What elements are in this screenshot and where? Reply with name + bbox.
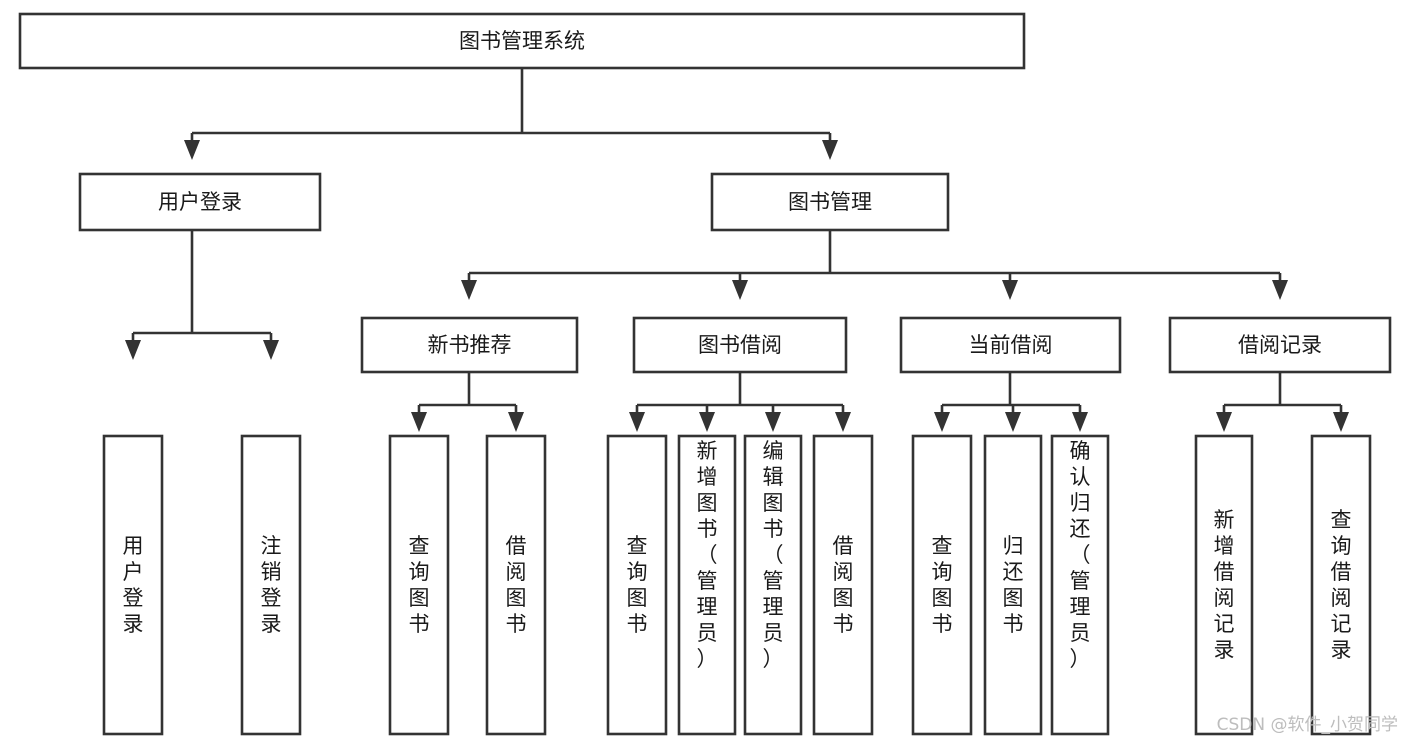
node-borrow-record[interactable]: 借阅记录 bbox=[1168, 316, 1392, 374]
node-label-leaf-user-login: 用户登录 bbox=[123, 534, 144, 636]
node-label-book-manage: 图书管理 bbox=[788, 190, 872, 214]
node-box-leaf-logout[interactable] bbox=[240, 434, 302, 736]
node-user-login[interactable]: 用户登录 bbox=[78, 172, 322, 232]
node-box-leaf-add-book[interactable] bbox=[677, 434, 737, 736]
node-box-leaf-return-book[interactable] bbox=[983, 434, 1043, 736]
node-label-leaf-borrow-book-2: 借阅图书 bbox=[833, 534, 854, 636]
node-label-leaf-query-book-3: 查询图书 bbox=[932, 534, 953, 636]
watermark-label: CSDN @软件_小贺同学 bbox=[1217, 715, 1398, 735]
node-box-borrow-record[interactable] bbox=[1168, 316, 1392, 374]
nodes-layer: 图书管理系统用户登录图书管理新书推荐图书借阅当前借阅借阅记录用户登录注销登录查询… bbox=[18, 12, 1392, 736]
node-label-leaf-query-book-2: 查询图书 bbox=[627, 534, 648, 636]
node-label-root: 图书管理系统 bbox=[459, 29, 585, 53]
node-box-leaf-borrow-book-1[interactable] bbox=[485, 434, 547, 736]
node-leaf-edit-book[interactable]: 编辑图书（管理员） bbox=[743, 434, 803, 736]
node-label-leaf-logout: 注销登录 bbox=[261, 534, 282, 636]
node-box-leaf-query-record[interactable] bbox=[1310, 434, 1372, 736]
node-current-borrow[interactable]: 当前借阅 bbox=[899, 316, 1122, 374]
node-label-leaf-query-record: 查询借阅记录 bbox=[1331, 508, 1352, 662]
node-leaf-user-login[interactable]: 用户登录 bbox=[102, 434, 164, 736]
node-box-book-manage[interactable] bbox=[710, 172, 950, 232]
node-label-book-borrow: 图书借阅 bbox=[698, 333, 782, 357]
node-label-leaf-edit-book: 编辑图书（管理员） bbox=[763, 439, 784, 671]
node-label-leaf-add-book: 新增图书（管理员） bbox=[697, 439, 718, 671]
node-label-leaf-confirm-return: 确认归还（管理员） bbox=[1070, 439, 1091, 671]
node-box-user-login[interactable] bbox=[78, 172, 322, 232]
node-box-leaf-query-book-2[interactable] bbox=[606, 434, 668, 736]
node-leaf-add-record[interactable]: 新增借阅记录 bbox=[1194, 434, 1254, 736]
connector-edge-currentborrow-bus bbox=[934, 372, 1088, 432]
node-box-book-borrow[interactable] bbox=[632, 316, 848, 374]
node-label-user-login: 用户登录 bbox=[158, 190, 242, 214]
node-box-leaf-confirm-return[interactable] bbox=[1050, 434, 1110, 736]
node-label-leaf-query-book-1: 查询图书 bbox=[409, 534, 430, 636]
node-new-book-rec[interactable]: 新书推荐 bbox=[360, 316, 579, 374]
node-label-current-borrow: 当前借阅 bbox=[969, 333, 1053, 357]
connector-edge-borrowrecord-bus bbox=[1216, 372, 1349, 432]
node-box-leaf-borrow-book-2[interactable] bbox=[812, 434, 874, 736]
connector-edge-root-bus bbox=[184, 68, 838, 160]
node-leaf-borrow-book-2[interactable]: 借阅图书 bbox=[812, 434, 874, 736]
node-label-leaf-borrow-book-1: 借阅图书 bbox=[506, 534, 527, 636]
node-leaf-return-book[interactable]: 归还图书 bbox=[983, 434, 1043, 736]
node-box-leaf-query-book-1[interactable] bbox=[388, 434, 450, 736]
node-root[interactable]: 图书管理系统 bbox=[18, 12, 1026, 70]
node-leaf-query-book-3[interactable]: 查询图书 bbox=[911, 434, 973, 736]
connector-edge-newbook-bus bbox=[411, 372, 524, 432]
connector-edge-userlogin-bus bbox=[125, 230, 279, 360]
node-leaf-confirm-return[interactable]: 确认归还（管理员） bbox=[1050, 434, 1110, 736]
node-label-new-book-rec: 新书推荐 bbox=[428, 333, 512, 357]
node-leaf-add-book[interactable]: 新增图书（管理员） bbox=[677, 434, 737, 736]
node-label-borrow-record: 借阅记录 bbox=[1238, 333, 1322, 357]
node-leaf-borrow-book-1[interactable]: 借阅图书 bbox=[485, 434, 547, 736]
connectors-layer bbox=[125, 68, 1349, 432]
node-leaf-query-record[interactable]: 查询借阅记录 bbox=[1310, 434, 1372, 736]
node-label-leaf-add-record: 新增借阅记录 bbox=[1214, 508, 1235, 662]
node-box-new-book-rec[interactable] bbox=[360, 316, 579, 374]
node-box-root[interactable] bbox=[18, 12, 1026, 70]
connector-edge-bookmanage-bus bbox=[461, 230, 1288, 300]
node-label-leaf-return-book: 归还图书 bbox=[1003, 534, 1024, 636]
node-box-leaf-user-login[interactable] bbox=[102, 434, 164, 736]
node-leaf-query-book-2[interactable]: 查询图书 bbox=[606, 434, 668, 736]
node-leaf-query-book-1[interactable]: 查询图书 bbox=[388, 434, 450, 736]
node-box-leaf-query-book-3[interactable] bbox=[911, 434, 973, 736]
node-box-current-borrow[interactable] bbox=[899, 316, 1122, 374]
node-leaf-logout[interactable]: 注销登录 bbox=[240, 434, 302, 736]
connector-edge-bookborrow-bus bbox=[629, 372, 851, 432]
node-box-leaf-edit-book[interactable] bbox=[743, 434, 803, 736]
node-book-borrow[interactable]: 图书借阅 bbox=[632, 316, 848, 374]
node-book-manage[interactable]: 图书管理 bbox=[710, 172, 950, 232]
node-box-leaf-add-record[interactable] bbox=[1194, 434, 1254, 736]
